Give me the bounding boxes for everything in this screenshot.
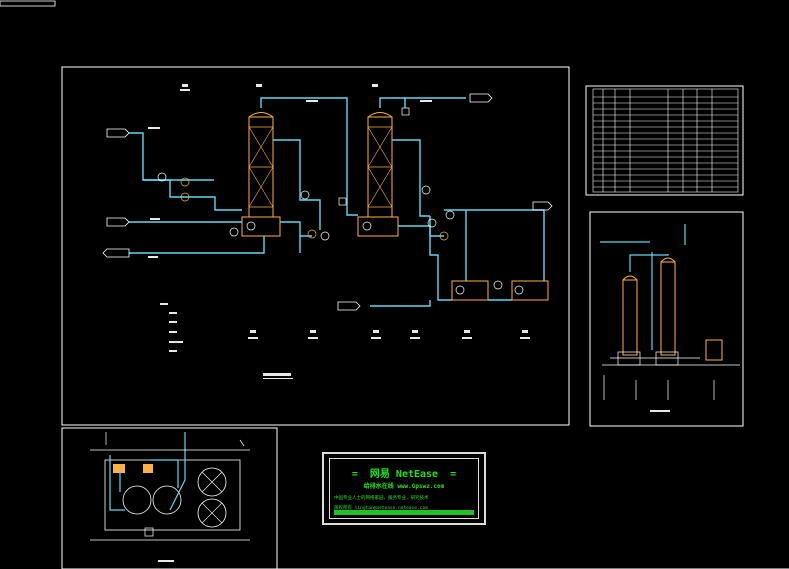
equipment-table — [585, 85, 744, 196]
column-tower-2 — [357, 112, 399, 237]
banner-subtitle: 给排水在线 www.Gpswz.com — [363, 483, 445, 490]
plan-view — [61, 427, 278, 569]
banner-inner-frame: = 网易 NetEase = 给排水在线 www.Gpswz.com 中国专业人… — [329, 458, 479, 519]
main-frame — [61, 66, 570, 426]
banner-line-1: 中国专业人士的网络家园，服务专业，研究技术 — [334, 496, 429, 501]
corner-frame — [0, 0, 56, 7]
column-tower-1 — [241, 112, 281, 237]
tank-symbol-2 — [511, 280, 549, 301]
banner-green-bar — [334, 510, 474, 515]
netease-banner: = 网易 NetEase = 给排水在线 www.Gpswz.com 中国专业人… — [322, 452, 486, 525]
elevation-view — [589, 211, 744, 427]
banner-line-2: 版权所有 lingtan@netease.netease.com — [334, 506, 428, 511]
tiny-labels — [148, 84, 530, 379]
banner-title: = 网易 NetEase = — [351, 469, 457, 480]
tank-symbol-1 — [451, 280, 489, 301]
arrow-tag-group — [102, 93, 553, 311]
process-flow-sheet — [61, 66, 570, 426]
pump-symbol-group — [157, 107, 503, 290]
pipe-network — [129, 97, 545, 307]
